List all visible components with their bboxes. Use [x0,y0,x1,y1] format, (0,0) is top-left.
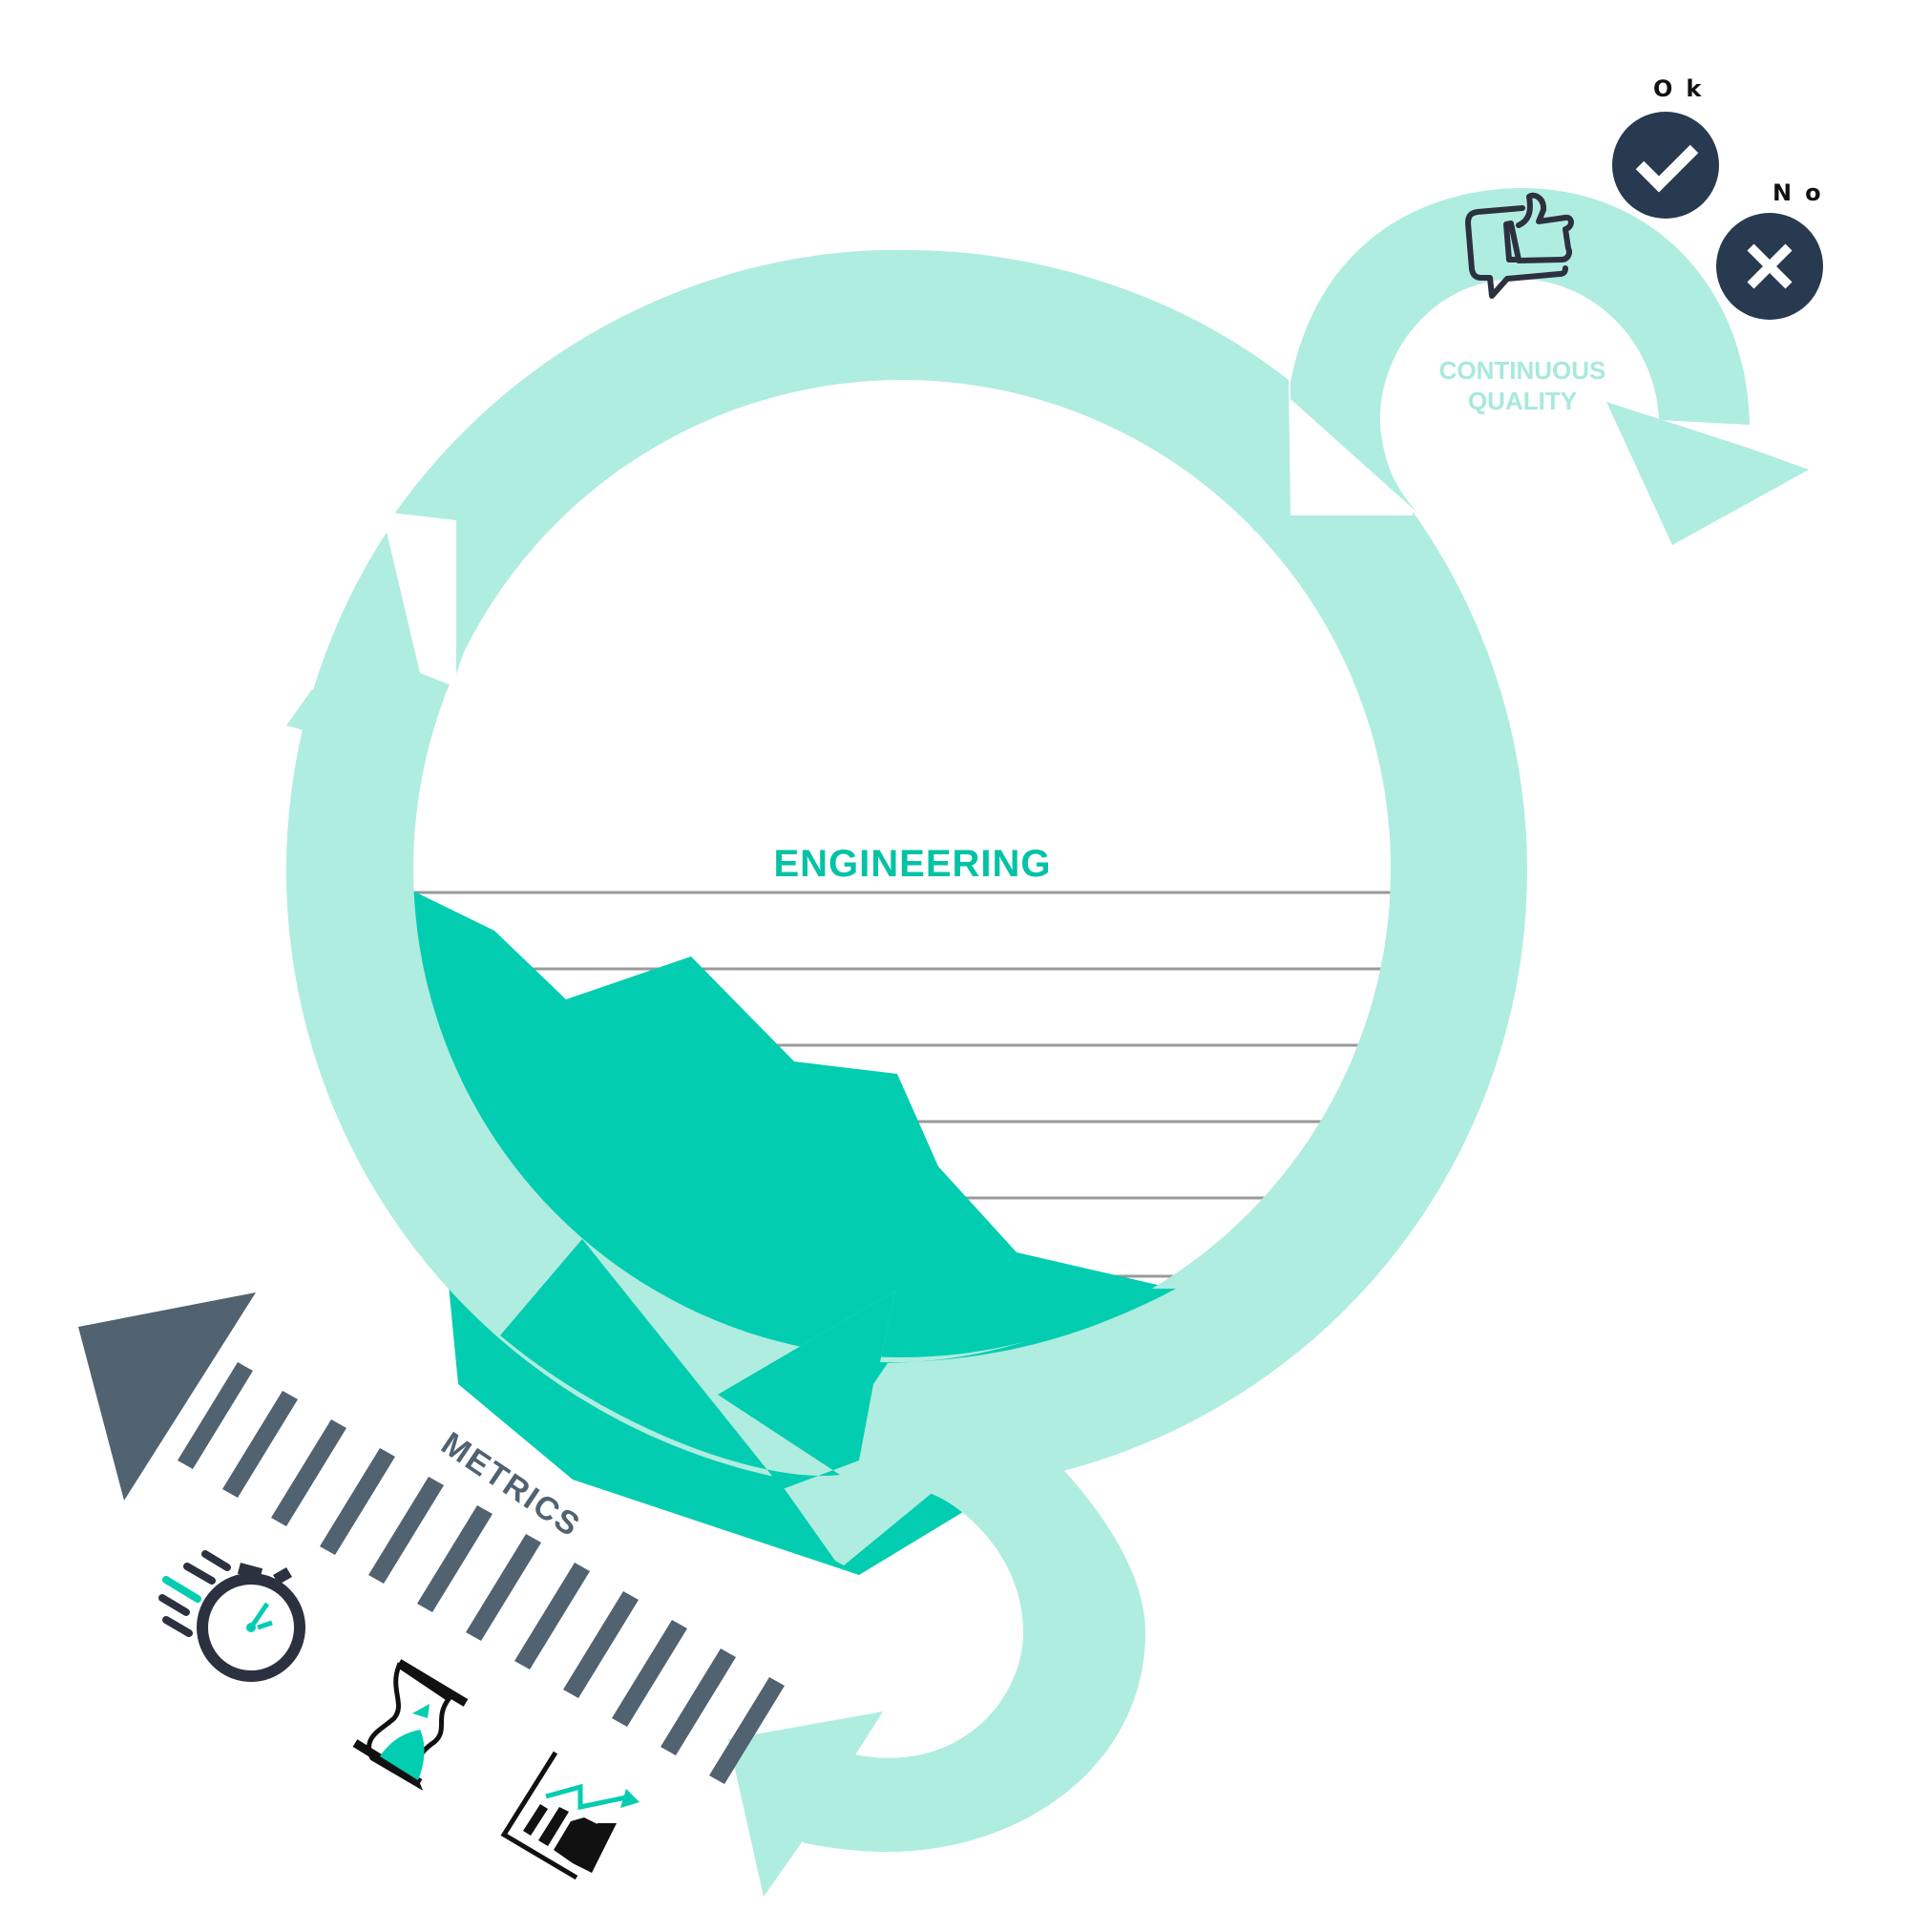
thumbs-up-chat-icon [1465,192,1574,299]
checkmark-icon [1635,144,1699,193]
engineering-area-overlap [500,1239,1176,1489]
metrics-arrowhead [78,1292,256,1501]
ok-badge[interactable]: Ok [1612,75,1719,219]
quality-loop-arc [1290,187,1750,513]
metrics-loop [728,1463,1145,1897]
growth-chart-icon [500,1751,640,1880]
hourglass-icon [352,1659,469,1791]
metrics-stripes [178,1362,785,1784]
ok-label: Ok [1653,75,1714,102]
engineering-label: ENGINEERING [773,843,1051,885]
no-badge[interactable]: No [1716,179,1835,320]
ok-circle [1612,112,1719,219]
x-mark-icon [1747,243,1793,289]
continuous-quality-label-line1: CONTINUOUS [1439,356,1606,385]
continuous-quality-label-line2: QUALITY [1468,387,1577,415]
stopwatch-icon [158,1550,305,1682]
no-label: No [1773,179,1835,206]
metrics-arrow [78,1292,785,1784]
quality-loop-arrowhead [1606,402,1809,545]
continuous-quality-loop [1290,187,1809,545]
metrics-loop-arc [802,1463,1145,1852]
metrics-loop-arrowhead [728,1712,883,1897]
cycle-arrowhead-left [286,689,434,776]
